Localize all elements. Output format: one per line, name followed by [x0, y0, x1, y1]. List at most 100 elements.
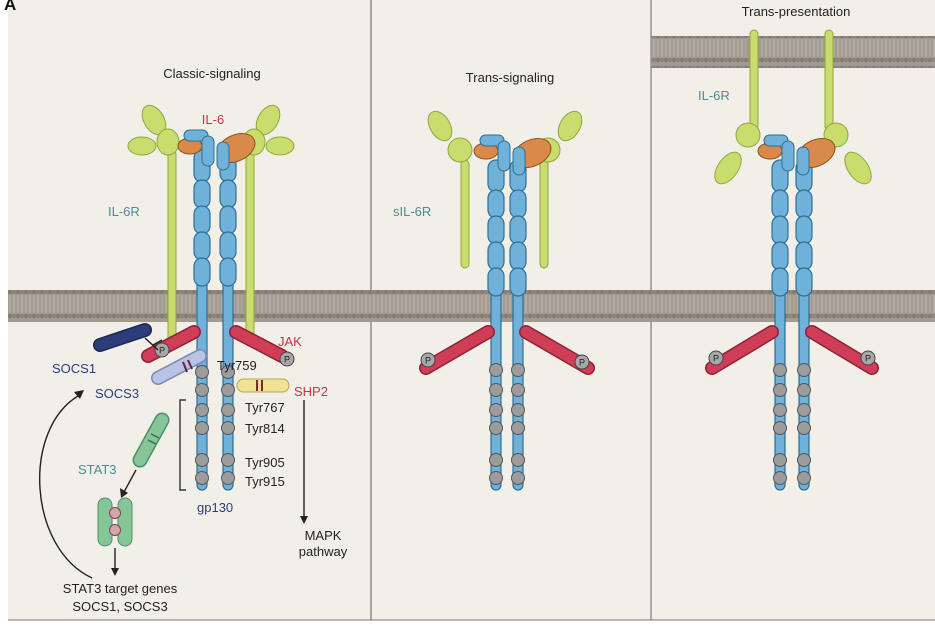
tyrosine-residue [512, 384, 525, 397]
tyr814-label: Tyr814 [245, 421, 285, 436]
gp130-d1 [782, 141, 794, 171]
presentation-il6r-label: IL-6R [698, 88, 730, 103]
tyrosine-residue [512, 472, 525, 485]
gp130-domain [488, 242, 504, 270]
gp130-domain [796, 190, 812, 218]
socs3-label: SOCS3 [95, 386, 139, 401]
phospho-label: P [425, 356, 431, 366]
tyrosine-residue [196, 454, 209, 467]
tyrosine-residue [222, 384, 235, 397]
gp130-domain [488, 216, 504, 244]
phospho-circle [110, 525, 121, 536]
tyrosine-residue [222, 472, 235, 485]
tyr759-label: Tyr759 [217, 358, 257, 373]
gp130-domain [796, 242, 812, 270]
membrane-il6r-stem [825, 30, 833, 130]
tyrosine-residue [512, 364, 525, 377]
tyrosine-residue [512, 454, 525, 467]
gp130-domain [772, 268, 788, 296]
gp130-domain [510, 268, 526, 296]
tyrosine-residue [196, 384, 209, 397]
gp130-domain [194, 180, 210, 208]
tyrosine-residue [774, 384, 787, 397]
tyrosine-residue [798, 364, 811, 377]
tyrosine-residue [798, 384, 811, 397]
tyrosine-residue [196, 404, 209, 417]
gp130-domain [772, 242, 788, 270]
gp130-d1 [797, 147, 809, 175]
tyrosine-residue [798, 454, 811, 467]
sil6r-stem [461, 160, 469, 268]
il6r-domain [266, 137, 294, 155]
gp130-domain [194, 258, 210, 286]
gp130-d1 [498, 141, 510, 171]
tyrosine-residue [798, 422, 811, 435]
presentation-title: Trans-presentation [742, 4, 851, 19]
panel-letter: A [4, 0, 16, 14]
tyrosine-residue [490, 422, 503, 435]
classic-title: Classic-signaling [163, 66, 261, 81]
gp130-domain [194, 232, 210, 260]
phospho-label: P [713, 354, 719, 364]
gp130-domain [488, 190, 504, 218]
gp130-domain [220, 258, 236, 286]
phospho-label: P [159, 346, 165, 356]
phospho-label: P [284, 355, 290, 365]
phospho-label: P [865, 354, 871, 364]
gp130-d1 [513, 147, 525, 175]
sil6r-stem [540, 160, 548, 268]
gp130-d1 [202, 136, 214, 166]
tyrosine-residue [798, 472, 811, 485]
mapk-label-1: MAPK [305, 528, 342, 543]
il6-label: IL-6 [202, 112, 224, 127]
tyrosine-residue [196, 366, 209, 379]
presenting-cell-membrane [651, 36, 935, 68]
gp130-domain [510, 216, 526, 244]
stat3-label: STAT3 [78, 462, 117, 477]
il6r-domain [157, 129, 179, 155]
mapk-label-2: pathway [299, 544, 348, 559]
gp130-d1 [217, 142, 229, 170]
tyrosine-residue [222, 422, 235, 435]
tyrosine-residue [512, 422, 525, 435]
tyrosine-residue [774, 404, 787, 417]
tyr767-label: Tyr767 [245, 400, 285, 415]
tyrosine-residue [490, 472, 503, 485]
gp130-domain [510, 242, 526, 270]
gp130-domain [772, 216, 788, 244]
tyr915-label: Tyr915 [245, 474, 285, 489]
jak-label: JAK [278, 334, 302, 349]
tyrosine-residue [774, 364, 787, 377]
tyrosine-residue [774, 422, 787, 435]
il6r-domain [448, 138, 472, 162]
gp130-domain [194, 206, 210, 234]
tyrosine-residue [196, 472, 209, 485]
tyrosine-residue [222, 454, 235, 467]
tyrosine-residue [798, 404, 811, 417]
gp130-domain [796, 216, 812, 244]
stat3-dimer [98, 498, 112, 546]
tyrosine-residue [490, 404, 503, 417]
il6r-label: IL-6R [108, 204, 140, 219]
tyrosine-residue [774, 454, 787, 467]
tyrosine-residue [490, 364, 503, 377]
gp130-domain [510, 190, 526, 218]
tyrosine-residue [196, 422, 209, 435]
membrane-il6r-stem [750, 30, 758, 130]
gp130-domain [772, 190, 788, 218]
tyrosine-residue [512, 404, 525, 417]
tyr905-label: Tyr905 [245, 455, 285, 470]
gp130-domain [220, 180, 236, 208]
stat3-dimer [118, 498, 132, 546]
phospho-label: P [579, 358, 585, 368]
gp130-label: gp130 [197, 500, 233, 515]
target-genes-label-2: SOCS1, SOCS3 [72, 599, 167, 614]
tyrosine-residue [222, 404, 235, 417]
gp130-domain [220, 206, 236, 234]
gp130-domain [488, 268, 504, 296]
socs1-label: SOCS1 [52, 361, 96, 376]
tyrosine-residue [490, 384, 503, 397]
il6r-stem [168, 150, 176, 345]
